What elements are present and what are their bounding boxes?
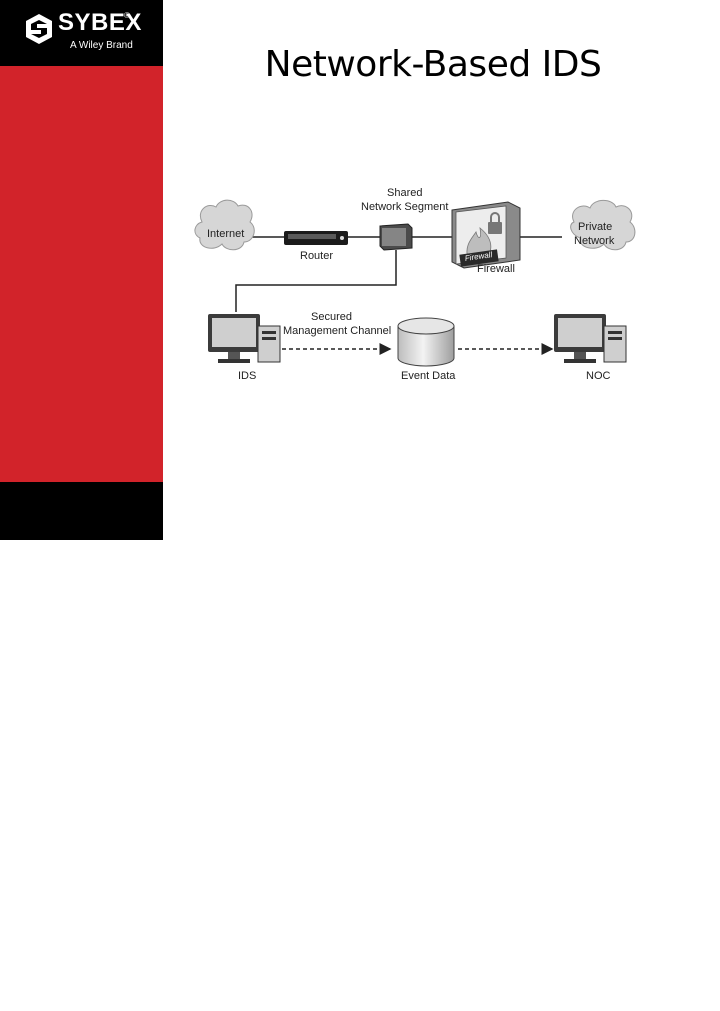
noc-computer-icon xyxy=(554,314,627,363)
private-network-cloud-icon xyxy=(570,199,636,251)
router-label: Router xyxy=(300,250,333,262)
secured-channel-label-line2: Management Channel xyxy=(283,325,391,337)
secured-channel-label-line1: Secured xyxy=(311,311,352,323)
ids-computer-icon xyxy=(208,314,281,363)
sybex-wordmark: SYBEX xyxy=(58,9,142,36)
event-data-database-icon xyxy=(397,317,455,367)
shared-segment-label-line2: Network Segment xyxy=(361,201,448,213)
internet-cloud-icon xyxy=(194,199,255,251)
footer-band: WILEY xyxy=(0,482,163,1010)
internet-label: Internet xyxy=(207,228,244,240)
registered-mark: ® xyxy=(124,11,130,20)
logo-band: SYBEX ® A Wiley Brand xyxy=(0,0,163,66)
segment-ids-tap-link xyxy=(235,250,397,312)
brand-sidebar: SYBEX ® A Wiley Brand WILEY xyxy=(0,0,163,1010)
firewall-icon xyxy=(451,201,521,269)
slide-title: Network-Based IDS xyxy=(264,44,602,85)
event-data-label: Event Data xyxy=(401,370,456,382)
router-icon xyxy=(284,231,348,245)
network-ids-diagram: Internet Router Shared Network Segment F… xyxy=(194,187,636,382)
shared-segment-label-line1: Shared xyxy=(387,187,422,199)
brand-tagline: A Wiley Brand xyxy=(70,40,133,51)
sybex-logo-icon xyxy=(26,14,52,44)
wiley-logo: WILEY xyxy=(22,974,141,1010)
firewall-badge-text: Firewall xyxy=(464,250,493,263)
ids-label: IDS xyxy=(238,370,256,382)
noc-label: NOC xyxy=(586,370,611,382)
private-network-label-line1: Private xyxy=(578,221,612,233)
network-hub-icon xyxy=(379,223,413,251)
firewall-label: Firewall xyxy=(477,263,515,275)
private-network-label-line2: Network xyxy=(574,235,615,247)
